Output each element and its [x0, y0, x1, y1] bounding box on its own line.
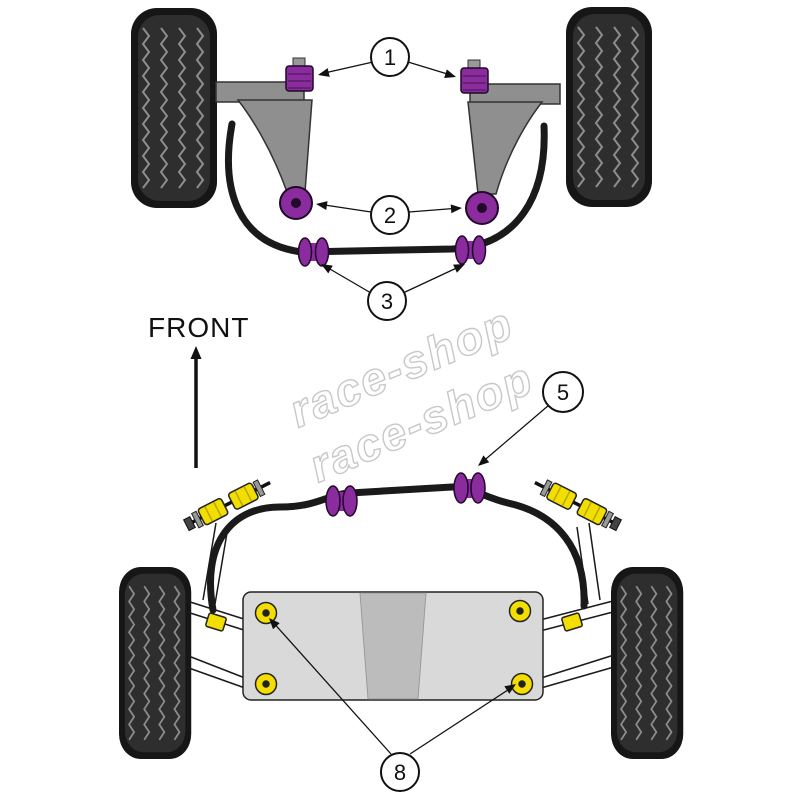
front-arrow-head	[190, 346, 202, 359]
callout-circle-5	[542, 371, 584, 413]
callout-arrow-heads	[269, 68, 516, 694]
callout-label-5: 5	[557, 380, 569, 405]
tire-front-right	[565, 6, 653, 208]
front-arb-bush-right	[454, 235, 470, 265]
front-arm-bushing-left-center	[291, 198, 301, 208]
subframe-bushing-front-left-center	[262, 609, 270, 617]
front-arb-bush-right-rib	[471, 235, 487, 265]
tire-rear-left	[118, 566, 193, 760]
front-arm-bushing-right-center	[477, 203, 487, 213]
rear-arb-bush-left-rib	[342, 485, 358, 517]
front-suspension-diagram	[215, 57, 561, 267]
front-arb-bush-left	[297, 237, 313, 267]
rear-arb-bush-right-rib	[470, 472, 486, 504]
tire-rear-right	[610, 566, 685, 760]
tire-front-left	[130, 7, 218, 209]
callout-label-8: 8	[394, 760, 406, 785]
watermark: race-shop race-shop	[281, 296, 542, 493]
front-arb-bushes	[297, 235, 487, 267]
front-left-arm-plate	[236, 99, 313, 193]
front-anti-roll-bar	[225, 120, 548, 256]
subframe-bushing-rear-left-center	[262, 680, 270, 688]
rear-subframe-center	[359, 592, 427, 700]
callout-label-2: 2	[384, 203, 396, 228]
drop-link-left	[182, 479, 271, 532]
callout-label-1: 1	[384, 45, 396, 70]
callout-circle-8	[380, 752, 420, 792]
subframe-bushing-front-right-center	[516, 607, 524, 615]
rear-arm-bush-right	[561, 612, 583, 632]
front-top-mount-bushings	[285, 57, 489, 94]
callout-leader-lines	[270, 61, 550, 755]
top-mount-bushing-right	[460, 67, 489, 94]
front-control-arms	[215, 81, 561, 195]
rear-arb-bushes	[325, 472, 486, 517]
callout-circle-2	[370, 195, 410, 235]
top-mount-bushing-left	[285, 65, 314, 92]
rear-arm-bushes	[205, 612, 583, 632]
rear-arb-bush-right	[453, 472, 469, 504]
callout-circle-1	[370, 37, 410, 77]
front-direction-indicator: FRONT	[148, 312, 249, 468]
rear-arb-bush-left	[325, 485, 341, 517]
subframe-bushings	[254, 599, 534, 696]
callout-label-3: 3	[381, 289, 393, 314]
rear-arm-bush-left	[205, 612, 227, 632]
subframe-bushing-rear-right-center	[518, 680, 526, 688]
rear-suspension-diagram	[182, 472, 623, 701]
front-label: FRONT	[148, 312, 249, 343]
front-arb-bush-left-rib	[314, 237, 330, 267]
callouts: 1 2 3 5 8	[269, 37, 584, 792]
drop-link-right	[534, 479, 623, 532]
callout-circle-3	[367, 281, 407, 321]
front-arm-bushings	[279, 186, 499, 225]
front-right-arm-plate	[467, 101, 544, 195]
